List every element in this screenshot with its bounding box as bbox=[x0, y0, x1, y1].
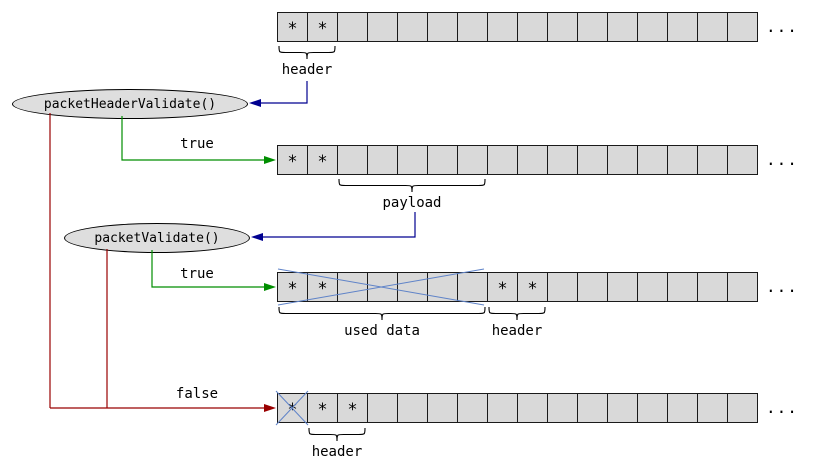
packet-cell bbox=[697, 393, 728, 423]
label-header-mid: header bbox=[491, 323, 543, 339]
row-ellipsis: ... bbox=[766, 398, 798, 417]
arrowhead-left-icon bbox=[249, 99, 261, 107]
packet-cell bbox=[427, 272, 458, 302]
node-label: packetHeaderValidate() bbox=[43, 96, 217, 112]
packet-cell bbox=[547, 272, 578, 302]
node-label: packetValidate() bbox=[94, 230, 220, 246]
packet-cell bbox=[727, 272, 758, 302]
packet-cell bbox=[427, 12, 458, 42]
packet-cell bbox=[337, 145, 368, 175]
packet-cell bbox=[577, 145, 608, 175]
edge-header-to-header-validate bbox=[261, 81, 308, 104]
packet-cell bbox=[607, 12, 638, 42]
packet-cell bbox=[337, 12, 368, 42]
packet-cell bbox=[517, 12, 548, 42]
packet-cell bbox=[667, 272, 698, 302]
packet-cell: * bbox=[487, 272, 518, 302]
node-packet-validate: packetValidate() bbox=[64, 223, 250, 253]
label-header-top: header bbox=[281, 62, 333, 78]
packet-cell bbox=[727, 393, 758, 423]
packet-cell bbox=[547, 393, 578, 423]
packet-cell bbox=[457, 393, 488, 423]
row-ellipsis: ... bbox=[766, 17, 798, 36]
label-payload: payload bbox=[382, 195, 442, 211]
packet-cell bbox=[577, 393, 608, 423]
arrowhead-right-icon bbox=[264, 404, 276, 412]
underbrace-payload bbox=[338, 178, 486, 193]
label-header-bottom: header bbox=[311, 444, 363, 460]
packet-cell bbox=[667, 12, 698, 42]
underbrace-header-top bbox=[278, 45, 336, 60]
packet-cell: * bbox=[277, 12, 308, 42]
node-packet-header-validate: packetHeaderValidate() bbox=[12, 89, 248, 119]
packet-cell bbox=[547, 12, 578, 42]
packet-cell bbox=[457, 272, 488, 302]
packet-cell bbox=[547, 145, 578, 175]
packet-cell bbox=[337, 272, 368, 302]
packet-cell bbox=[637, 272, 668, 302]
packet-cell bbox=[517, 145, 548, 175]
arrowhead-right-icon bbox=[264, 283, 276, 291]
packet-cell bbox=[607, 145, 638, 175]
packet-cell: * bbox=[277, 145, 308, 175]
packet-cell bbox=[697, 12, 728, 42]
packet-cell: * bbox=[277, 272, 308, 302]
underbrace-used-data bbox=[278, 306, 486, 321]
packet-cell bbox=[427, 145, 458, 175]
label-false: false bbox=[175, 386, 219, 402]
row-ellipsis: ... bbox=[766, 277, 798, 296]
edge-false bbox=[49, 113, 264, 409]
label-true-2: true bbox=[180, 266, 214, 282]
arrowhead-right-icon bbox=[264, 156, 276, 164]
packet-cell bbox=[637, 145, 668, 175]
packet-row-header-valid: ** bbox=[277, 145, 758, 175]
packet-cell: * bbox=[517, 272, 548, 302]
packet-cell bbox=[637, 393, 668, 423]
packet-cell bbox=[487, 145, 518, 175]
packet-cell: * bbox=[277, 393, 308, 423]
packet-cell bbox=[607, 393, 638, 423]
packet-cell: * bbox=[307, 393, 338, 423]
packet-cell bbox=[697, 272, 728, 302]
edge-payload-to-packet-validate bbox=[263, 212, 416, 238]
packet-cell bbox=[487, 12, 518, 42]
packet-cell: * bbox=[307, 145, 338, 175]
packet-cell: * bbox=[337, 393, 368, 423]
underbrace-header-mid bbox=[488, 306, 546, 321]
packet-cell bbox=[367, 145, 398, 175]
packet-row-incoming: ** bbox=[277, 12, 758, 42]
packet-cell bbox=[367, 393, 398, 423]
packet-cell bbox=[697, 145, 728, 175]
packet-cell bbox=[667, 393, 698, 423]
packet-cell bbox=[727, 12, 758, 42]
packet-cell bbox=[457, 145, 488, 175]
packet-cell bbox=[517, 393, 548, 423]
packet-cell bbox=[577, 272, 608, 302]
packet-cell bbox=[577, 12, 608, 42]
packet-cell bbox=[487, 393, 518, 423]
row-ellipsis: ... bbox=[766, 150, 798, 169]
packet-cell bbox=[457, 12, 488, 42]
packet-cell bbox=[637, 12, 668, 42]
packet-cell: * bbox=[307, 272, 338, 302]
packet-cell bbox=[427, 393, 458, 423]
packet-cell bbox=[397, 145, 428, 175]
packet-row-invalid: *** bbox=[277, 393, 758, 423]
packet-cell bbox=[397, 272, 428, 302]
label-true-1: true bbox=[180, 136, 214, 152]
packet-cell bbox=[367, 272, 398, 302]
packet-cell bbox=[397, 393, 428, 423]
packet-cell bbox=[397, 12, 428, 42]
packet-cell bbox=[727, 145, 758, 175]
packet-cell bbox=[607, 272, 638, 302]
packet-cell bbox=[367, 12, 398, 42]
packet-row-packet-valid: **** bbox=[277, 272, 758, 302]
packet-cell bbox=[667, 145, 698, 175]
packet-cell: * bbox=[307, 12, 338, 42]
label-used-data: used data bbox=[344, 323, 420, 339]
arrowhead-left-icon bbox=[251, 233, 263, 241]
underbrace-header-bottom bbox=[308, 427, 366, 442]
